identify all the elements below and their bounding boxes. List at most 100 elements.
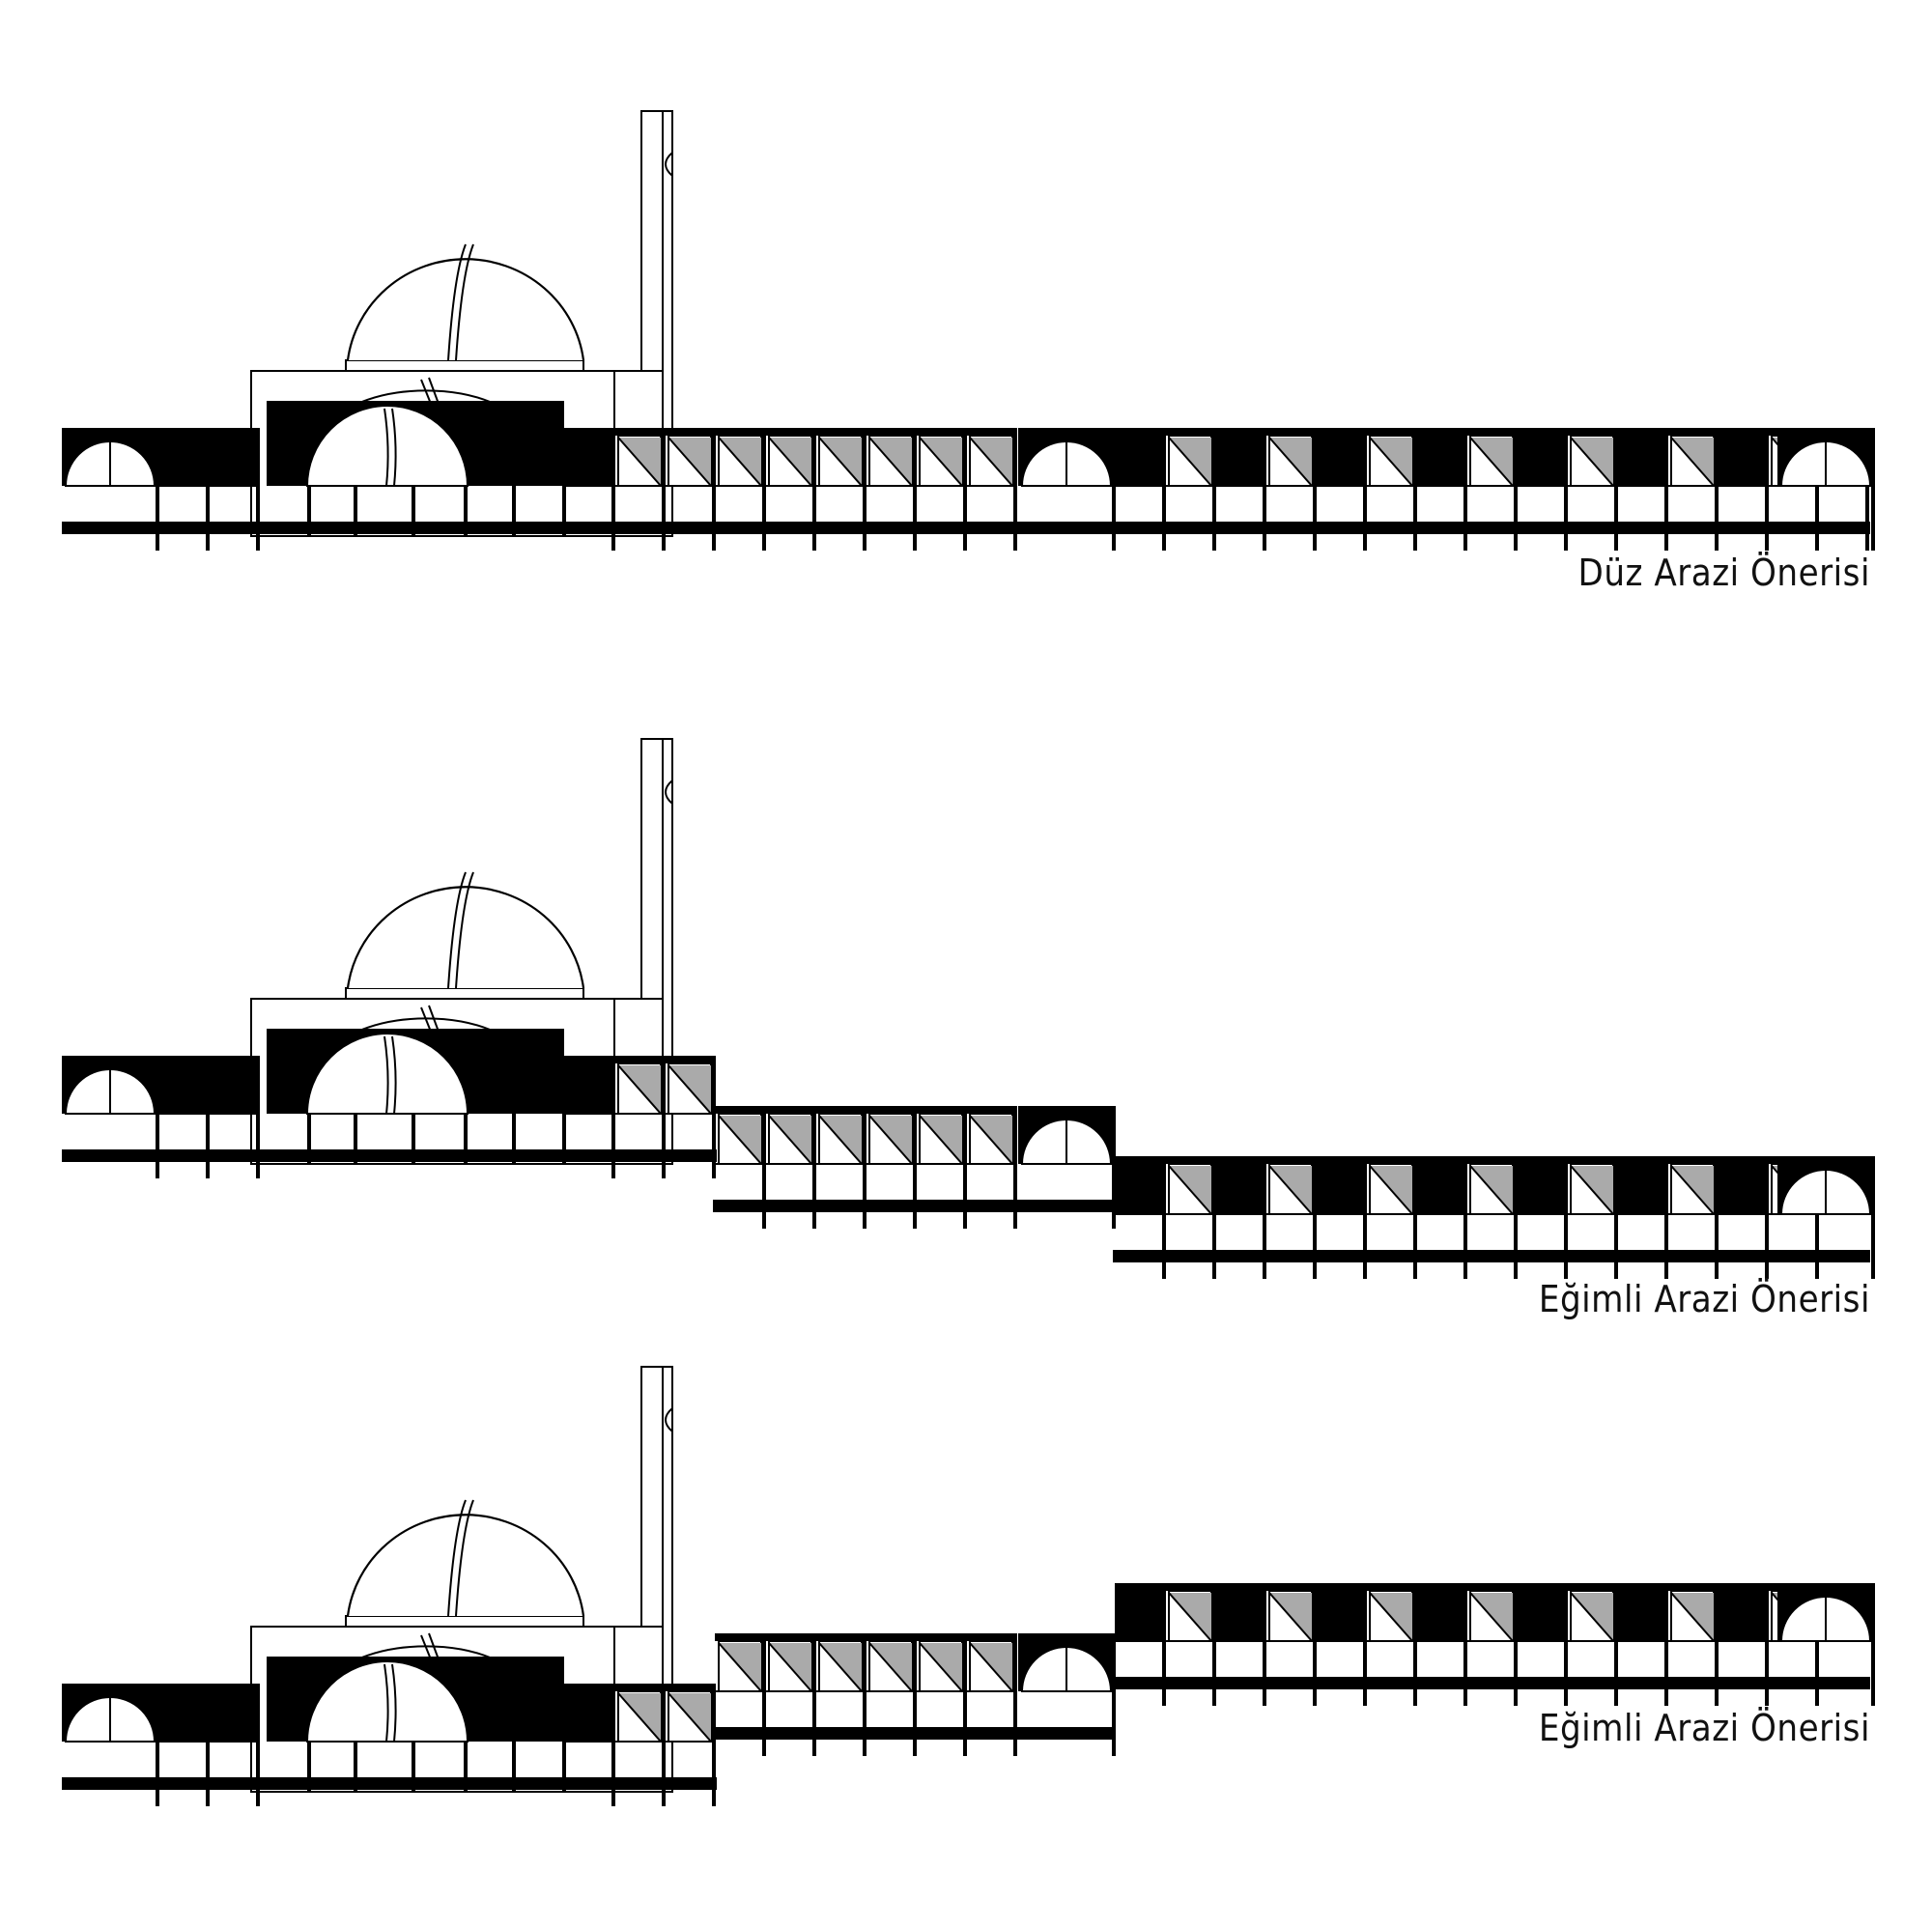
- column: [762, 1633, 766, 1756]
- portal-column: [412, 486, 415, 536]
- main-dome: [346, 1514, 585, 1617]
- lintel: [665, 428, 715, 436]
- portico-bay: [1517, 428, 1568, 551]
- arched-bay: [1777, 1583, 1875, 1706]
- column: [863, 428, 867, 551]
- solid-panel: [1115, 428, 1165, 486]
- window-diagonal: [1570, 437, 1614, 487]
- window-diagonal: [1369, 1165, 1413, 1215]
- portico-bay: [209, 1056, 260, 1178]
- lintel: [765, 428, 815, 436]
- column: [1363, 1583, 1367, 1706]
- ground-line: [1113, 1677, 1870, 1689]
- column: [662, 1056, 666, 1178]
- column: [1162, 1156, 1166, 1279]
- portico-bay: [158, 1056, 210, 1178]
- lintel: [765, 1106, 815, 1114]
- portico-bay: [916, 1106, 967, 1229]
- column: [1871, 1583, 1875, 1706]
- window-diagonal: [768, 1115, 812, 1165]
- solid-panel: [1316, 428, 1366, 486]
- elevation-flat: Düz Arazi Önerisi: [62, 110, 1875, 594]
- solid-panel: [564, 428, 614, 486]
- window-diagonal: [1469, 1592, 1514, 1642]
- column: [963, 1106, 967, 1229]
- solid-panel: [1416, 1156, 1466, 1214]
- column: [1413, 428, 1417, 551]
- portico-bay: [1215, 1156, 1266, 1279]
- solid-panel: [209, 1056, 259, 1114]
- column: [1162, 1583, 1166, 1706]
- portico-bay: [1567, 1583, 1618, 1706]
- solid-panel: [1718, 1583, 1768, 1641]
- portico-bay: [1165, 1583, 1216, 1706]
- portico-bay: [564, 1684, 615, 1806]
- main-dome: [346, 886, 585, 989]
- column: [963, 428, 967, 551]
- portico-bay: [715, 1633, 766, 1756]
- portal-column: [562, 1114, 566, 1164]
- portico-bay: [1265, 428, 1317, 551]
- minaret-balcony: [665, 1407, 673, 1432]
- portico-bay: [1667, 1156, 1719, 1279]
- solid-panel: [1316, 1156, 1366, 1214]
- lintel: [715, 1633, 765, 1641]
- lintel: [866, 428, 916, 436]
- column: [1614, 1583, 1618, 1706]
- portal-column: [307, 1742, 311, 1792]
- solid-panel: [158, 1684, 209, 1742]
- portico-bay: [1316, 1156, 1367, 1279]
- column: [206, 428, 210, 551]
- portico-bay: [1718, 1583, 1769, 1706]
- solid-panel: [1416, 428, 1466, 486]
- solid-panel: [1517, 428, 1567, 486]
- lintel: [765, 1633, 815, 1641]
- portico-bay: [1215, 1583, 1266, 1706]
- portico-bay: [1115, 428, 1166, 551]
- lintel: [966, 1106, 1016, 1114]
- panel-caption: Eğimli Arazi Önerisi: [1539, 1707, 1870, 1749]
- column: [1212, 428, 1216, 551]
- portico-bay: [158, 1684, 210, 1806]
- column: [1871, 428, 1875, 551]
- dome-drum: [345, 987, 584, 1000]
- lintel: [815, 1106, 866, 1114]
- window-diagonal: [617, 1064, 662, 1115]
- solid-panel: [209, 428, 259, 486]
- portico-bay: [665, 428, 716, 551]
- portico-bay: [1718, 1156, 1769, 1279]
- portal-rib: [384, 408, 397, 487]
- column: [1013, 1633, 1017, 1756]
- column: [1564, 428, 1568, 551]
- dome-rib: [447, 1499, 474, 1617]
- lintel: [866, 1106, 916, 1114]
- column: [156, 428, 159, 551]
- column: [662, 428, 666, 551]
- portal-column: [354, 1114, 357, 1164]
- bay-row: [62, 1583, 1875, 1806]
- window-diagonal: [718, 437, 762, 487]
- portico-bay: [1165, 428, 1216, 551]
- window-diagonal: [1670, 1165, 1715, 1215]
- portico-bay: [1567, 1156, 1618, 1279]
- portico-bay: [1667, 428, 1719, 551]
- semi-dome-rib: [420, 377, 440, 405]
- column: [1765, 1583, 1769, 1706]
- column: [712, 1056, 716, 1178]
- column: [1463, 1583, 1467, 1706]
- portico-bay: [866, 1106, 917, 1229]
- column: [1263, 428, 1266, 551]
- minaret-balcony: [665, 779, 673, 805]
- window-diagonal: [617, 437, 662, 487]
- window-diagonal: [1570, 1165, 1614, 1215]
- window-diagonal: [1168, 1592, 1212, 1642]
- portico-bay: [614, 1056, 666, 1178]
- column: [1871, 1156, 1875, 1279]
- column: [206, 1684, 210, 1806]
- minaret-balcony: [665, 152, 673, 177]
- lintel: [1567, 428, 1617, 436]
- lintel: [1265, 428, 1316, 436]
- portal-column: [307, 486, 311, 536]
- portal-column: [464, 1114, 468, 1164]
- column: [812, 428, 816, 551]
